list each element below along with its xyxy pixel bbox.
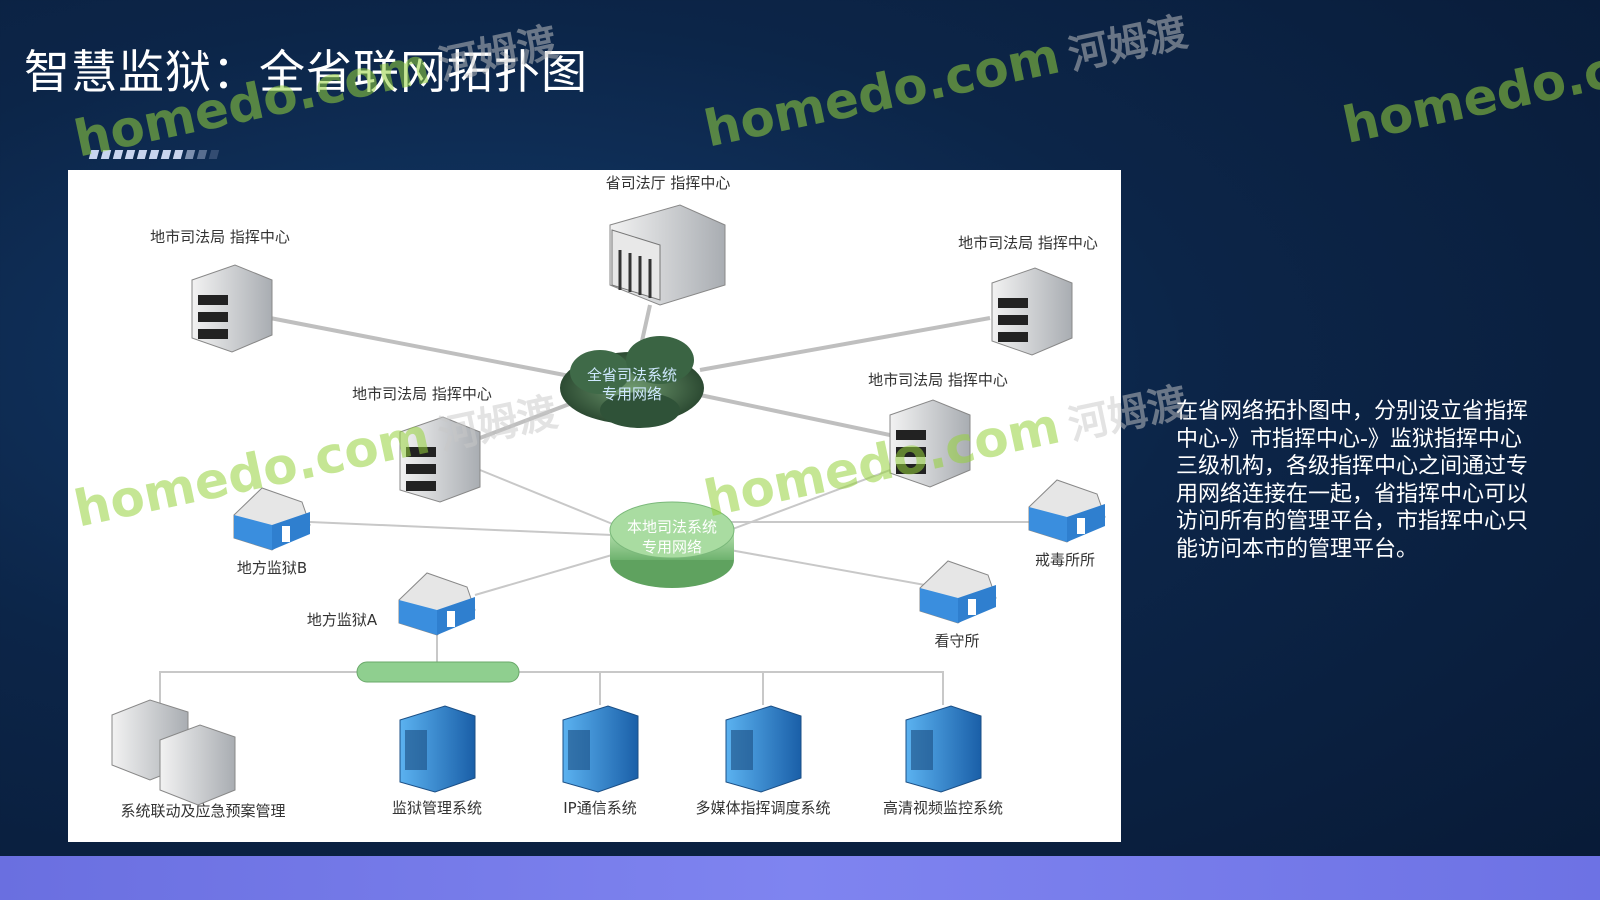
description-text: 在省网络拓扑图中，分别设立省指挥中心-》市指挥中心-》监狱指挥中心三级机构，各级… xyxy=(1176,399,1529,562)
courthouse-building-icon xyxy=(609,204,726,306)
system-label: 系统联动及应急预案管理 xyxy=(120,802,285,820)
watermark: homedo.com河姆渡 xyxy=(699,9,1192,159)
network-bus-icon xyxy=(356,661,520,683)
local-network-hub-icon: 本地司法系统 专用网络 xyxy=(609,501,735,588)
local-network-label: 本地司法系统 xyxy=(627,518,717,536)
rehab-house-icon xyxy=(1028,479,1106,543)
bottom-band xyxy=(0,856,1600,900)
local-links xyxy=(159,469,1030,705)
city-building-icon xyxy=(191,264,273,353)
server-icon xyxy=(562,705,639,793)
links xyxy=(269,304,991,440)
prison-house-icon xyxy=(233,487,311,551)
city-center-label: 地市司法局 指挥中心 xyxy=(352,385,492,403)
rehab-label: 戒毒所所 xyxy=(1035,551,1095,569)
system-label: 多媒体指挥调度系统 xyxy=(695,799,830,817)
server-icon xyxy=(905,705,982,793)
server-icon xyxy=(725,705,802,793)
system-label: 监狱管理系统 xyxy=(392,799,482,817)
local-network-label: 专用网络 xyxy=(642,538,702,556)
city-building-icon xyxy=(399,416,481,503)
system-label: 高清视频监控系统 xyxy=(883,799,1003,817)
province-network-label: 专用网络 xyxy=(602,385,662,403)
prison-house-icon xyxy=(398,572,476,636)
server-rack-cluster-icon xyxy=(111,699,236,806)
city-center-label: 地市司法局 指挥中心 xyxy=(958,234,1098,252)
watermark: homedo.com xyxy=(1337,23,1600,155)
topology-diagram: 全省司法系统 专用网络 本地司法系统 专用网络 省司法厅 指挥中心 地市司法局 … xyxy=(111,174,1106,820)
prison-a-label: 地方监狱A xyxy=(307,611,378,629)
page-title: 智慧监狱：全省联网拓扑图 xyxy=(24,45,588,99)
province-center-label: 省司法厅 指挥中心 xyxy=(606,174,731,192)
detention-house-icon xyxy=(919,560,997,624)
city-building-icon xyxy=(889,399,971,488)
decorative-dots xyxy=(88,150,220,159)
city-center-label: 地市司法局 指挥中心 xyxy=(868,371,1008,389)
city-building-icon xyxy=(991,267,1073,356)
province-network-label: 全省司法系统 xyxy=(587,366,677,384)
prison-b-label: 地方监狱B xyxy=(237,559,307,577)
province-network-cloud-icon: 全省司法系统 专用网络 xyxy=(560,336,704,428)
system-label: IP通信系统 xyxy=(563,799,636,817)
topology-diagram-panel: 全省司法系统 专用网络 本地司法系统 专用网络 省司法厅 指挥中心 地市司法局 … xyxy=(68,170,1121,842)
city-center-label: 地市司法局 指挥中心 xyxy=(150,228,290,246)
detention-label: 看守所 xyxy=(934,632,979,650)
server-icon xyxy=(399,705,476,793)
